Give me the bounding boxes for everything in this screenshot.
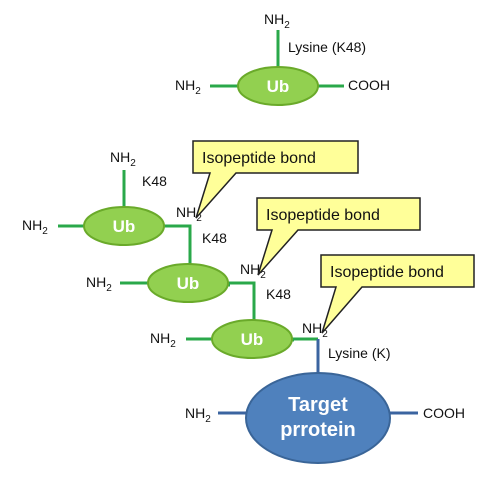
target-protein: Target prrotein NH2 Lysine (K) NH2 COOH [185, 320, 465, 464]
nh2-label: NH2 [150, 330, 176, 350]
chain-ubiquitin-1: Ub NH2 K48 NH2 [22, 149, 230, 287]
k48-label: K48 [142, 173, 167, 189]
ubiquitin-node [147, 263, 229, 303]
ubiquitin-label: Ub [241, 330, 264, 349]
callout-text: Isopeptide bond [266, 207, 380, 224]
callout-text: Isopeptide bond [202, 150, 316, 167]
chain-ubiquitin-3: Ub NH2 K48 NH2 [150, 261, 318, 359]
isopeptide-bond-callout-1: Isopeptide bond [192, 140, 359, 219]
nh2-label: NH2 [110, 149, 136, 169]
ubiquitin-label: Ub [177, 274, 200, 293]
callout-text: Isopeptide bond [330, 264, 444, 281]
k48-label: K48 [266, 286, 291, 302]
ubiquitin-node [211, 319, 293, 359]
lysine-k-label: Lysine (K) [328, 345, 391, 361]
target-protein-node [245, 372, 391, 464]
isopeptide-bond-callout-3: Isopeptide bond [320, 254, 475, 334]
nh2-label: NH2 [264, 11, 290, 31]
nh2-label: NH2 [175, 77, 201, 97]
ubiquitin-node [237, 66, 319, 106]
nh2-label: NH2 [22, 217, 48, 237]
target-protein-line2: prrotein [280, 419, 356, 441]
nh2-label: NH2 [176, 204, 202, 224]
nh2-label: NH2 [185, 405, 211, 425]
chain-ubiquitin-2: Ub NH2 K48 NH2 [86, 204, 294, 342]
nh2-label: NH2 [86, 274, 112, 294]
nh2-label: NH2 [302, 320, 328, 340]
ubiquitin-node [83, 206, 165, 246]
cooh-label: COOH [348, 77, 390, 93]
ubiquitin-label: Ub [113, 217, 136, 236]
lysine-k48-label: Lysine (K48) [288, 39, 366, 55]
k48-label: K48 [202, 230, 227, 246]
cooh-label: COOH [423, 405, 465, 421]
target-protein-line1: Target [288, 394, 348, 416]
isopeptide-bond-callout-2: Isopeptide bond [256, 197, 421, 276]
free-ubiquitin: Ub NH2 Lysine (K48) NH2 COOH [175, 11, 390, 106]
nh2-label: NH2 [240, 261, 266, 281]
ubiquitin-label: Ub [267, 77, 290, 96]
